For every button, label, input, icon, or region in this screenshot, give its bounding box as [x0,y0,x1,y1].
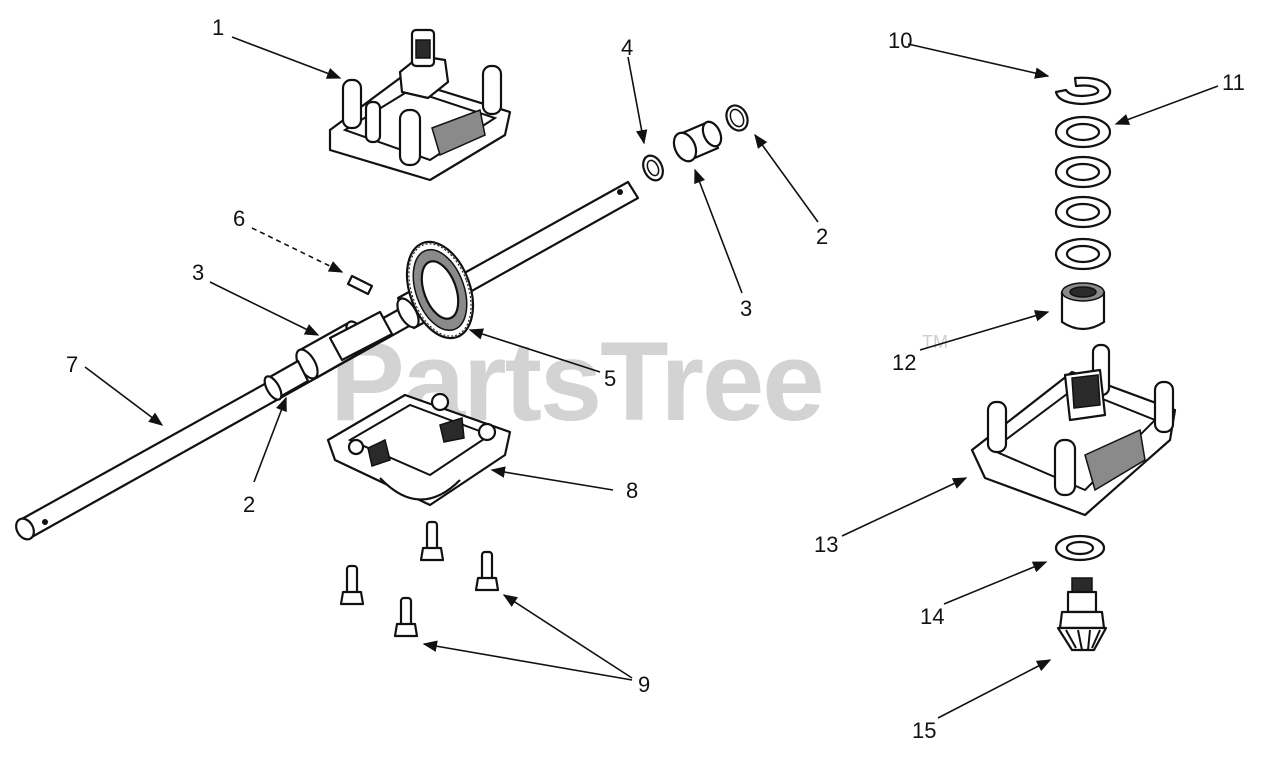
upper-housing-part-1 [328,28,512,182]
washer-part-11-a [1054,115,1112,149]
callout-12: 12 [892,350,916,375]
callout-5: 5 [604,366,616,391]
collar-part-2-left [263,359,310,401]
collar-part-3-left [295,310,394,380]
callout-13: 13 [814,532,838,557]
callout-2-right: 2 [816,224,828,249]
callout-11: 11 [1222,70,1245,95]
bevel-gear-part-5 [396,240,475,340]
callout-9: 9 [638,672,650,697]
pin-part-6 [346,274,374,296]
bolt-part-9-b [474,550,500,592]
washer-part-14 [1054,534,1106,562]
callout-2-left: 2 [243,492,255,517]
washer-part-11-c [1054,195,1112,229]
bolt-part-9-a [419,520,445,562]
callout-3-left: 3 [192,260,204,285]
washer-part-11-d [1054,237,1112,271]
callout-3-right: 3 [740,296,752,321]
callout-6: 6 [233,206,245,231]
washer-part-11-b [1054,155,1112,189]
callout-8: 8 [626,478,638,503]
bolt-part-9-d [393,596,419,638]
e-clip-part-10 [1054,76,1112,106]
pinion-part-15 [1056,577,1108,652]
bolt-part-9-c [339,564,365,606]
callout-10: 10 [888,28,912,53]
bearing-part-12 [1060,282,1106,331]
ring-part-2-top [725,104,749,132]
washer-part-4 [642,154,664,182]
leader-lines [84,36,1219,719]
lower-housing-part-8 [326,392,512,507]
callout-4: 4 [621,35,633,60]
bushing-part-3-top [672,120,723,163]
housing-part-13 [970,343,1177,517]
callout-14: 14 [920,604,944,629]
callout-15: 15 [912,718,936,743]
callout-7: 7 [66,352,78,377]
callout-1: 1 [212,15,224,40]
